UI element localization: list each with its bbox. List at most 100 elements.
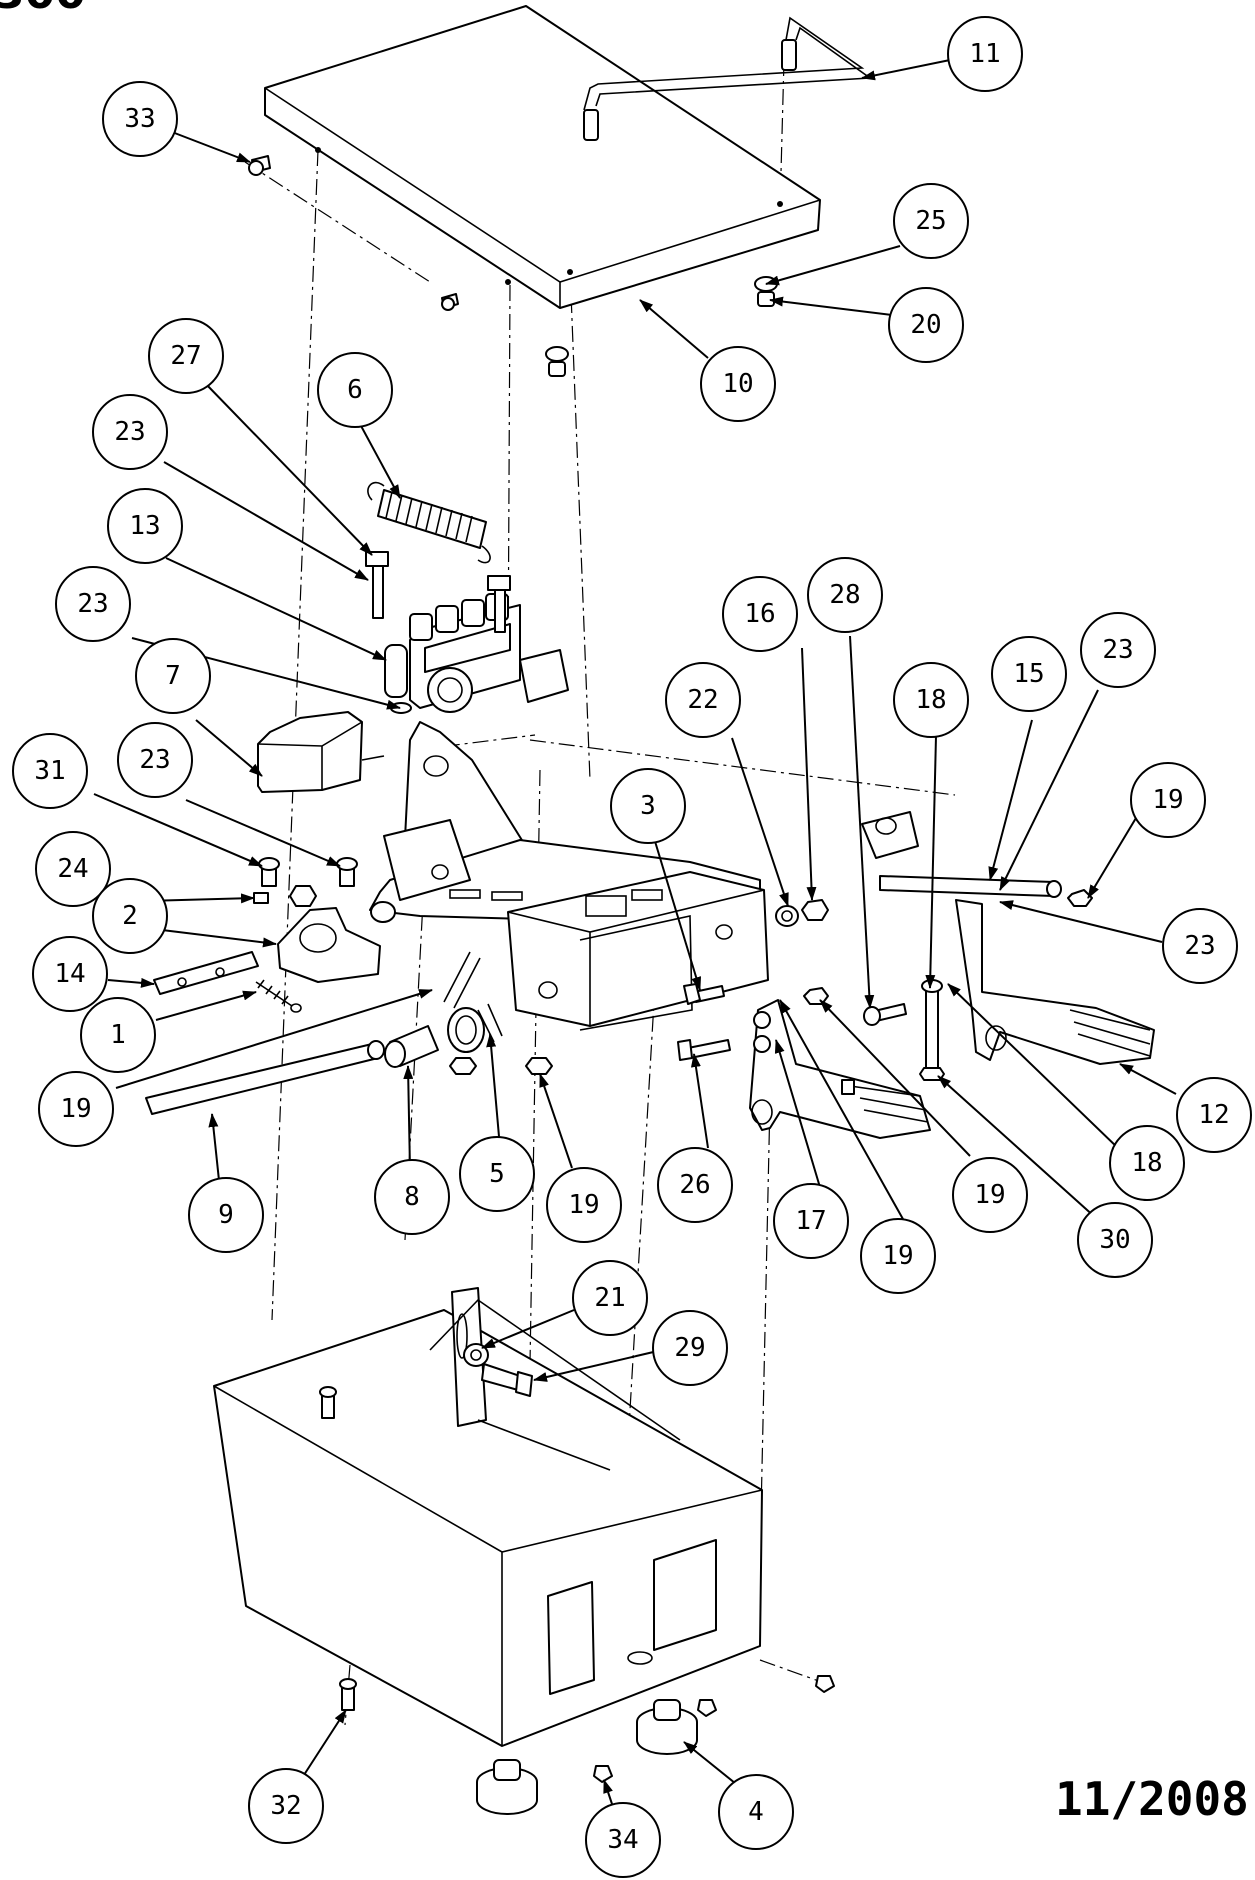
callout-bubble-23-a: 23 (92, 394, 168, 470)
callout-label: 24 (57, 854, 88, 884)
washer-and-bolt (463, 1343, 533, 1397)
long-bolt (919, 979, 945, 1081)
callout-bubble-6: 6 (317, 352, 393, 428)
callout-bubble-17: 17 (773, 1183, 849, 1259)
channel-housing (507, 871, 769, 1031)
callout-label: 13 (129, 511, 160, 541)
header-fragment: 300 (0, 0, 86, 19)
valve-block (365, 551, 569, 714)
callout-bubble-1: 1 (80, 997, 156, 1073)
callout-bubble-19-d: 19 (952, 1157, 1028, 1233)
callout-bubble-31: 31 (12, 733, 88, 809)
callout-label: 2 (122, 901, 138, 931)
tension-spring (367, 481, 491, 564)
callout-label: 26 (679, 1170, 710, 1200)
callout-label: 29 (674, 1333, 705, 1363)
callout-bubble-10: 10 (700, 346, 776, 422)
callout-label: 5 (489, 1159, 505, 1189)
callout-bubble-21: 21 (572, 1260, 648, 1336)
callout-label: 23 (77, 589, 108, 619)
callout-bubble-3: 3 (610, 768, 686, 844)
callout-label: 32 (270, 1791, 301, 1821)
callout-label: 10 (722, 369, 753, 399)
callout-label: 17 (795, 1206, 826, 1236)
callout-label: 3 (640, 791, 656, 821)
callout-bubble-27: 27 (148, 318, 224, 394)
leader-lines (93, 59, 1177, 1817)
bottom-housing (213, 1287, 763, 1747)
callout-bubble-23-b: 23 (55, 566, 131, 642)
callout-bubble-12: 12 (1176, 1077, 1252, 1153)
callout-bubble-8: 8 (374, 1159, 450, 1235)
callout-bubble-20: 20 (888, 287, 964, 363)
callout-bubble-19-c: 19 (860, 1218, 936, 1294)
callout-label: 20 (910, 310, 941, 340)
callout-label: 23 (114, 417, 145, 447)
callout-label: 14 (54, 959, 85, 989)
callout-label: 19 (1152, 785, 1183, 815)
callout-bubble-30: 30 (1077, 1202, 1153, 1278)
callout-bubble-33: 33 (102, 81, 178, 157)
switch-cover (257, 711, 385, 793)
date-stamp: 11/2008 (1055, 1772, 1249, 1826)
callout-label: 18 (915, 685, 946, 715)
callout-label: 1 (110, 1020, 126, 1050)
callout-label: 28 (829, 580, 860, 610)
callout-bubble-15: 15 (991, 636, 1067, 712)
callout-bubble-23-d: 23 (1080, 612, 1156, 688)
callout-bubble-25: 25 (893, 183, 969, 259)
callout-label: 21 (594, 1283, 625, 1313)
shaft (145, 1040, 385, 1115)
callout-label: 19 (882, 1241, 913, 1271)
callout-bubble-2: 2 (92, 878, 168, 954)
callout-label: 25 (915, 206, 946, 236)
callout-label: 7 (165, 661, 181, 691)
callout-bubble-24: 24 (35, 831, 111, 907)
callout-label: 15 (1013, 659, 1044, 689)
callout-label: 27 (170, 341, 201, 371)
callout-bubble-19-e: 19 (1130, 762, 1206, 838)
callout-bubble-29: 29 (652, 1310, 728, 1386)
callout-bubble-23-e: 23 (1162, 908, 1238, 984)
callout-bubble-28: 28 (807, 557, 883, 633)
callout-label: 16 (744, 599, 775, 629)
right-rod (879, 875, 1062, 898)
callout-bubble-26: 26 (657, 1147, 733, 1223)
callout-bubble-5: 5 (459, 1136, 535, 1212)
torsion-spring (443, 951, 503, 1053)
handle-rod (583, 16, 873, 141)
callout-label: 12 (1198, 1100, 1229, 1130)
callout-bubble-19-b: 19 (546, 1167, 622, 1243)
callout-bubble-32: 32 (248, 1768, 324, 1844)
callout-bubble-19-a: 19 (38, 1071, 114, 1147)
callout-bubble-22: 22 (665, 662, 741, 738)
callout-bubble-16: 16 (722, 576, 798, 652)
callout-label: 8 (404, 1182, 420, 1212)
callout-bubble-14: 14 (32, 936, 108, 1012)
callout-bubble-4: 4 (718, 1774, 794, 1850)
top-cover-plate (264, 5, 821, 309)
callout-label: 22 (687, 685, 718, 715)
callout-label: 23 (139, 745, 170, 775)
nuts (289, 885, 1093, 1075)
feet-and-screws (339, 1675, 835, 1815)
small-spring (255, 979, 302, 1013)
callout-label: 18 (1131, 1148, 1162, 1178)
callout-label: 11 (969, 39, 1000, 69)
callout-label: 9 (218, 1200, 234, 1230)
callout-label: 33 (124, 104, 155, 134)
callout-label: 31 (34, 756, 65, 786)
callout-bubble-34: 34 (585, 1802, 661, 1878)
callout-bubble-11: 11 (947, 16, 1023, 92)
callout-bubble-13: 13 (107, 488, 183, 564)
callout-label: 19 (974, 1180, 1005, 1210)
callout-label: 30 (1099, 1225, 1130, 1255)
switch-holder (253, 857, 396, 983)
callout-label: 19 (60, 1094, 91, 1124)
callout-bubble-23-c: 23 (117, 722, 193, 798)
callout-bubble-18-b: 18 (1109, 1125, 1185, 1201)
callout-bubble-7: 7 (135, 638, 211, 714)
callout-bubble-18-a: 18 (893, 662, 969, 738)
callout-label: 6 (347, 375, 363, 405)
